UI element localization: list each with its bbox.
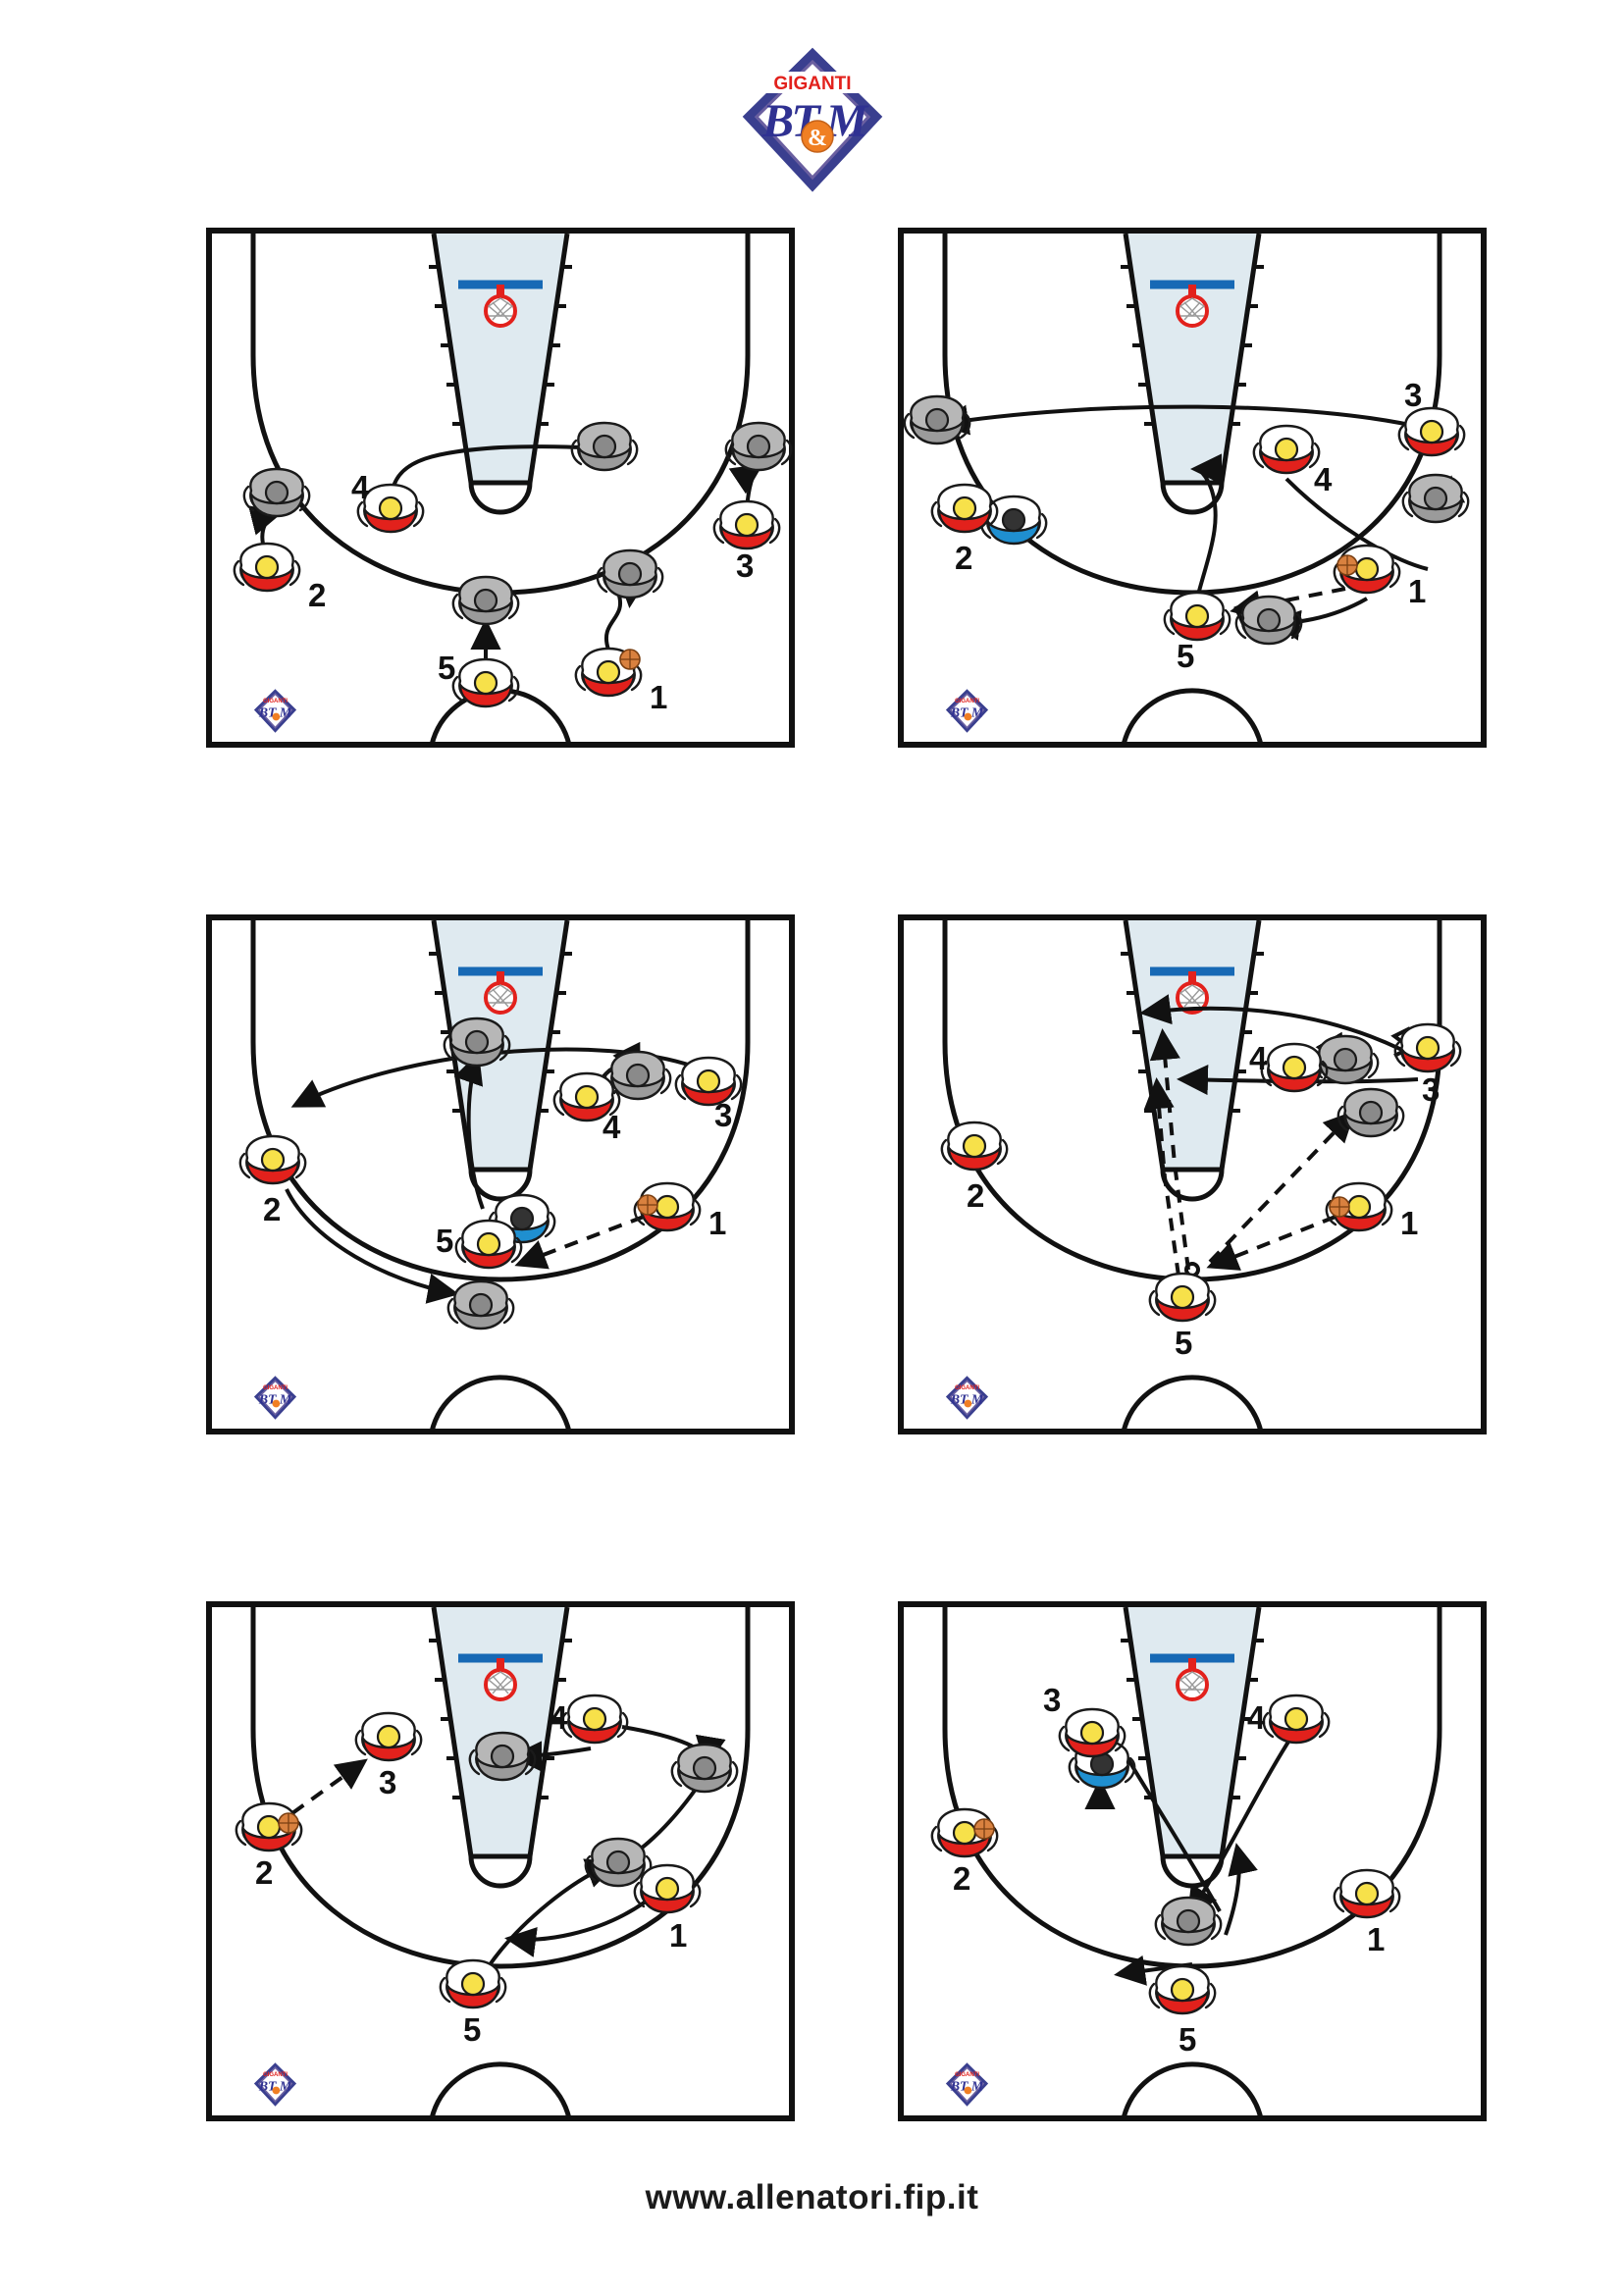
svg-text:GIGANTI: GIGANTI — [263, 699, 288, 704]
svg-text:BT M: BT M — [950, 705, 984, 720]
cut-path-3 — [937, 404, 1429, 436]
player-label-3: 3 — [1404, 377, 1422, 413]
footer-url: www.allenatori.fip.it — [645, 2178, 979, 2216]
svg-text:BT M: BT M — [258, 705, 292, 720]
player-label-5: 5 — [1175, 1325, 1192, 1361]
player-label-4: 4 — [351, 469, 370, 505]
pass-path-1-to-5 — [1230, 587, 1346, 621]
player-label-2: 2 — [263, 1191, 281, 1227]
corner-logo: GIGANTI BT M — [253, 689, 297, 733]
half-court — [209, 1604, 792, 2118]
player-label-2: 2 — [308, 577, 326, 613]
player-label-5: 5 — [1177, 638, 1194, 674]
logo-basketball-icon — [800, 120, 834, 153]
svg-text:GIGANTI: GIGANTI — [955, 1385, 979, 1391]
cut-path-3 — [1139, 994, 1430, 1066]
corner-logo: GIGANTI BT M — [945, 689, 989, 733]
player-label-3: 3 — [1422, 1071, 1440, 1108]
cut-dashed-5 — [1143, 1077, 1180, 1277]
player-label-3: 3 — [379, 1764, 396, 1800]
player-label-3: 3 — [714, 1097, 732, 1133]
svg-text:BT M: BT M — [950, 1392, 984, 1407]
player-label-5: 5 — [436, 1223, 453, 1259]
pass-path-5-to-3 — [1208, 1110, 1356, 1264]
svg-text:GIGANTI: GIGANTI — [955, 2072, 979, 2078]
player-label-2: 2 — [255, 1854, 273, 1891]
player-label-2: 2 — [955, 540, 972, 576]
player-label-4: 4 — [1314, 461, 1333, 497]
cut-path-5 — [1190, 453, 1223, 596]
player-label-1: 1 — [1408, 573, 1426, 609]
pass-path-2-to-3 — [290, 1758, 368, 1815]
cut-path-5a — [1224, 1843, 1258, 1936]
corner-logo: GIGANTI BT M — [945, 1376, 989, 1420]
cut-path-3 — [1120, 1747, 1222, 1912]
cut-path-1 — [504, 1900, 648, 1957]
cut-path-4 — [1186, 1737, 1292, 1919]
cut-path-5 — [453, 1052, 485, 1210]
player-label-5: 5 — [438, 650, 455, 686]
corner-logo: GIGANTI BT M — [945, 2062, 989, 2107]
half-court — [209, 917, 792, 1432]
diagram-4: 1 2 3 4 5 GIGANTI BT M — [898, 914, 1487, 1434]
diagram-5: 1 2 3 4 5 GIGANTI BT M — [206, 1601, 795, 2121]
player-label-4: 4 — [550, 1699, 568, 1736]
player-label-5: 5 — [1179, 2021, 1196, 2058]
logo-header: GIGANTI B T M & — [0, 41, 1624, 198]
player-label-1: 1 — [669, 1917, 687, 1954]
diagram-3: 1 2 3 4 5 GIGANTI BT M — [206, 914, 795, 1434]
corner-logo: GIGANTI BT M — [253, 1376, 297, 1420]
svg-text:BT M: BT M — [258, 2079, 292, 2094]
cut-path-4 — [1284, 477, 1429, 571]
player-label-1: 1 — [1367, 1921, 1385, 1957]
svg-text:GIGANTI: GIGANTI — [263, 2072, 288, 2078]
player-label-4: 4 — [1249, 1040, 1268, 1076]
cut-path-2 — [285, 1188, 459, 1304]
svg-text:BT M: BT M — [950, 2079, 984, 2094]
player-label-1: 1 — [708, 1205, 726, 1241]
player-label-1: 1 — [1400, 1205, 1418, 1241]
svg-text:GIGANTI: GIGANTI — [263, 1385, 288, 1391]
corner-logo: GIGANTI BT M — [253, 2062, 297, 2107]
diagram-2: 1 2 3 4 5 GIGANTI BT M — [898, 228, 1487, 748]
player-label-2: 2 — [967, 1177, 984, 1214]
svg-text:BT M: BT M — [258, 1392, 292, 1407]
giganti-btm-logo: GIGANTI B T M & — [739, 46, 886, 193]
player-label-3: 3 — [1043, 1682, 1061, 1718]
svg-text:GIGANTI: GIGANTI — [955, 699, 979, 704]
diagram-6: 1 2 3 4 5 GIGANTI BT M — [898, 1601, 1487, 2121]
player-label-3: 3 — [736, 547, 754, 584]
player-label-4: 4 — [1247, 1699, 1266, 1736]
player-label-5: 5 — [463, 2011, 481, 2048]
player-label-1: 1 — [650, 679, 667, 715]
diagram-1: 1 2 3 4 5 GIGANTI BT M — [206, 228, 795, 748]
logo-b: B — [760, 95, 793, 147]
logo-ampersand: & — [808, 126, 827, 151]
player-label-2: 2 — [953, 1860, 970, 1897]
player-label-4: 4 — [602, 1109, 621, 1145]
logo-top-text: GIGANTI — [773, 74, 851, 94]
